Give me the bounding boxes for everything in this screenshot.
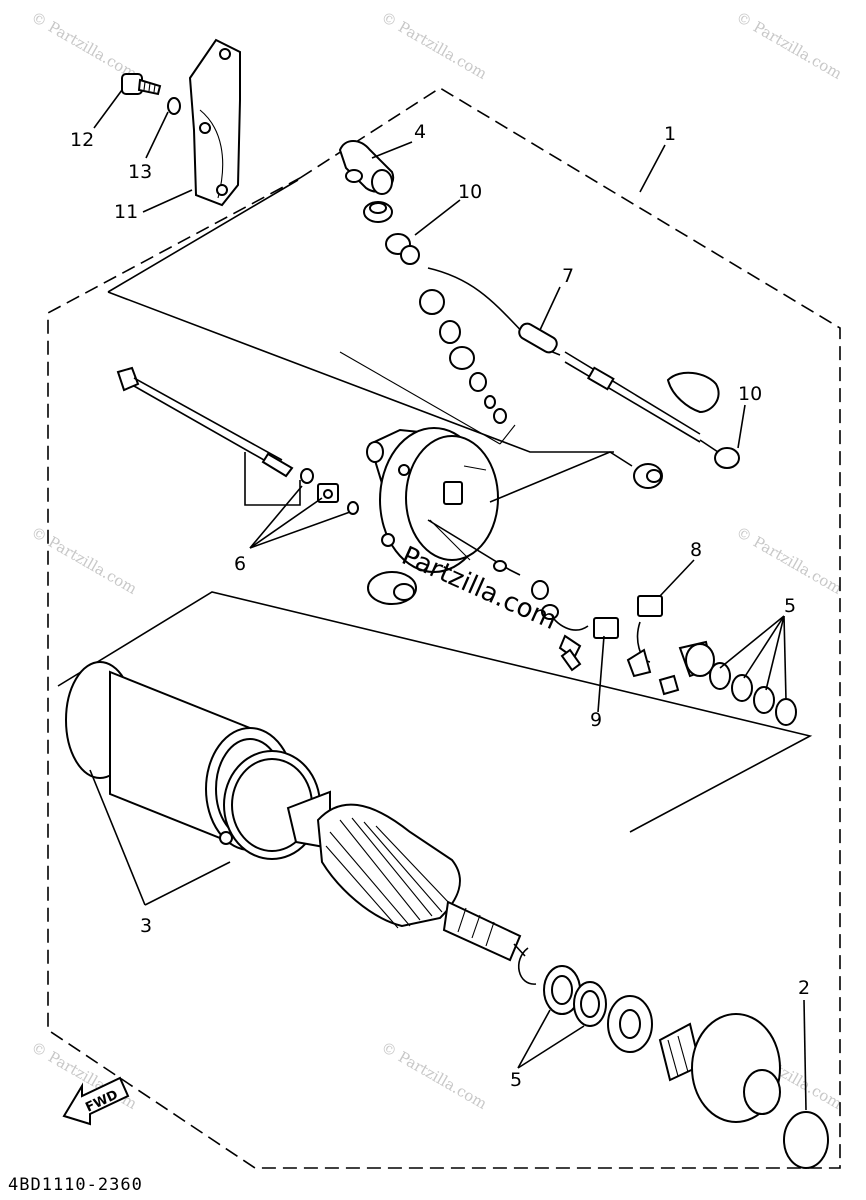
callout-9: 9 bbox=[590, 709, 602, 731]
callout-2: 2 bbox=[798, 977, 810, 999]
watermark: © Partzilla.com bbox=[733, 8, 845, 83]
washer-set-right bbox=[678, 640, 797, 726]
callout-10-top: 10 bbox=[458, 181, 482, 203]
callout-13: 13 bbox=[128, 161, 152, 183]
watermark: © Partzilla.com bbox=[28, 8, 140, 83]
armature bbox=[286, 790, 526, 962]
bushing bbox=[489, 451, 663, 503]
callout-1: 1 bbox=[664, 123, 676, 145]
terminal-cap-group bbox=[338, 140, 420, 265]
callout-7: 7 bbox=[562, 265, 574, 287]
callout-3: 3 bbox=[140, 915, 152, 937]
yoke bbox=[65, 661, 321, 860]
drive-end-group bbox=[518, 947, 829, 1169]
callout-5-right: 5 bbox=[784, 595, 796, 617]
bracket-group bbox=[121, 38, 241, 207]
terminal-group-outline bbox=[107, 179, 614, 453]
callout-labels: 1 2 3 4 5 5 6 7 8 9 10 10 11 12 13 bbox=[70, 121, 810, 1091]
bracket bbox=[188, 38, 241, 207]
through-bolt bbox=[116, 366, 301, 506]
cable bbox=[427, 267, 740, 469]
callout-12: 12 bbox=[70, 129, 94, 151]
drawing-code: 4BD1110-2360 bbox=[8, 1175, 143, 1195]
callout-6: 6 bbox=[234, 553, 246, 575]
brush-group bbox=[367, 519, 680, 696]
watermark: © Partzilla.com bbox=[733, 523, 845, 598]
insulator-stack bbox=[339, 289, 516, 445]
bracket-plate-group bbox=[300, 468, 359, 515]
callout-8: 8 bbox=[690, 539, 702, 561]
callout-5-lower: 5 bbox=[510, 1069, 522, 1091]
watermark: © Partzilla.com bbox=[378, 8, 490, 83]
assembly-boundary bbox=[47, 87, 841, 1169]
callout-4: 4 bbox=[414, 121, 426, 143]
yoke-group-outline bbox=[57, 591, 813, 833]
callout-11: 11 bbox=[114, 201, 138, 223]
watermark: © Partzilla.com bbox=[28, 523, 140, 598]
callout-10-right: 10 bbox=[738, 383, 762, 405]
watermark: © Partzilla.com bbox=[378, 1038, 490, 1113]
end-cover bbox=[366, 427, 499, 573]
callout-leaders bbox=[89, 89, 807, 1111]
washer bbox=[167, 97, 181, 115]
